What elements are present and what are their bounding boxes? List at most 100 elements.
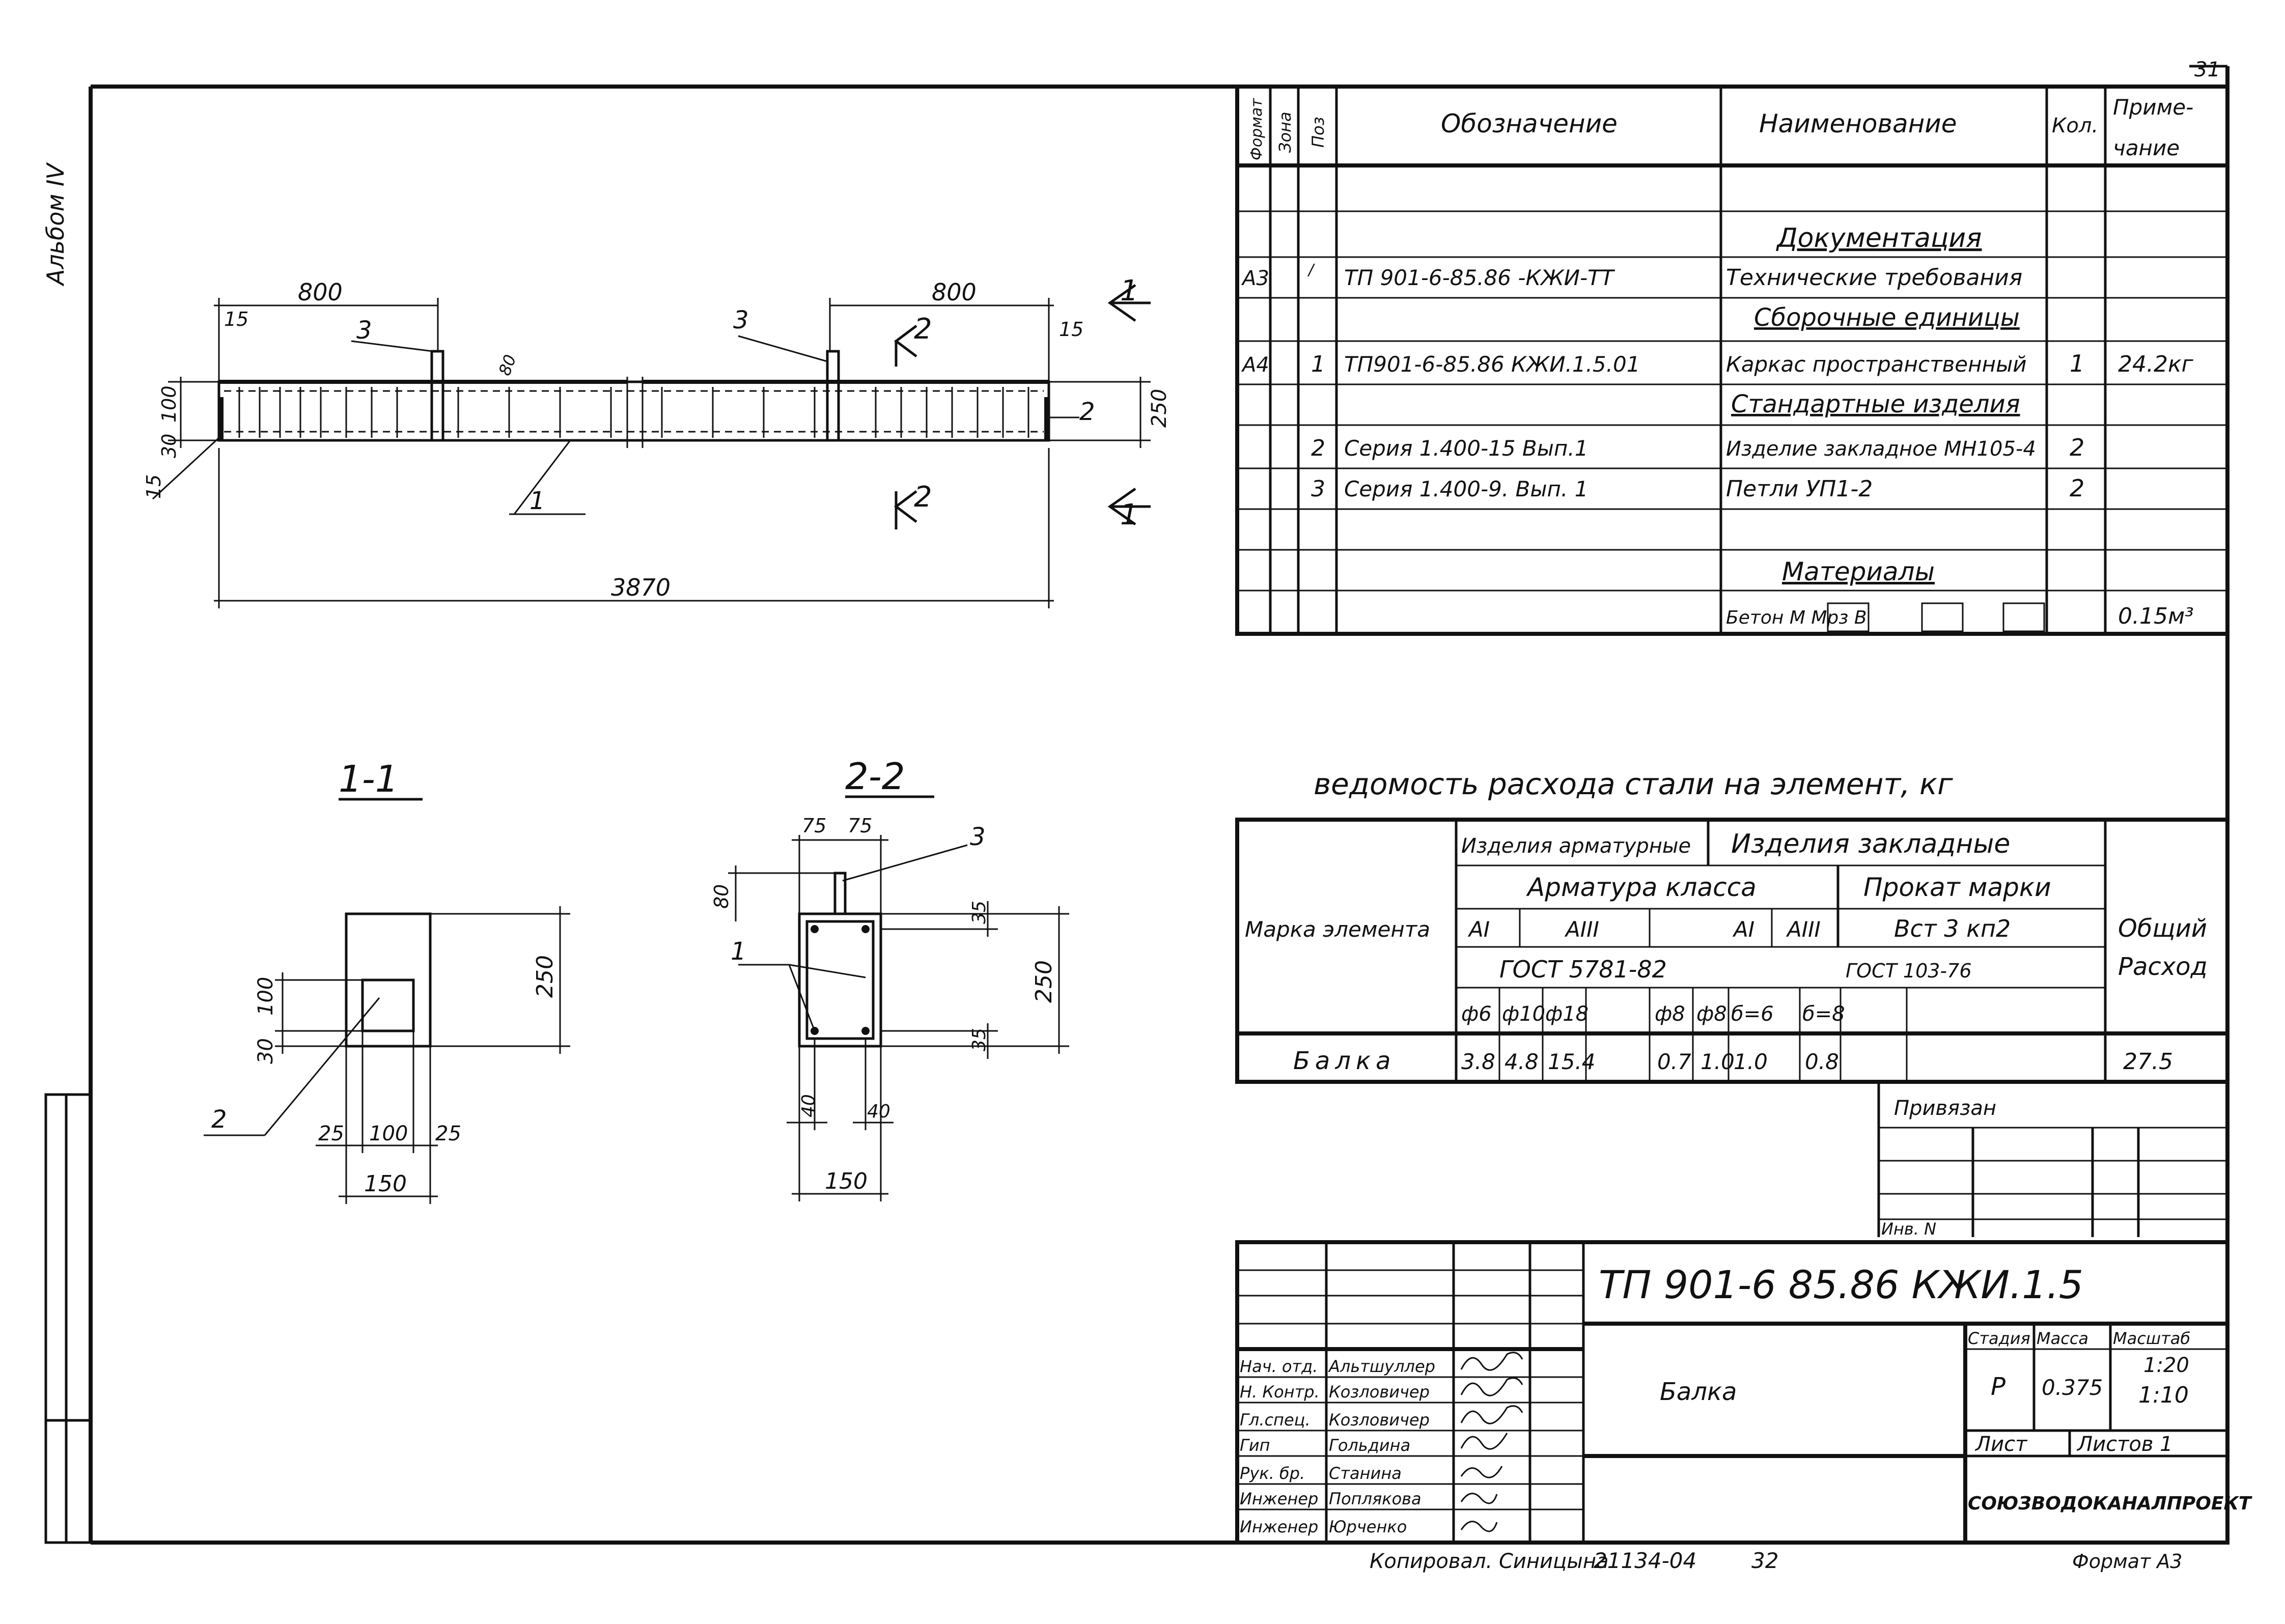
spec-header-pos: Поз: [1308, 117, 1328, 148]
footer-format: Формат А3: [2072, 1550, 2182, 1573]
page-corner-number: 31: [2194, 58, 2220, 81]
spec-row-10-name: Материалы: [1782, 557, 1935, 586]
spec-row-7-pos: 2: [1311, 435, 1325, 461]
spec-header-code: Обозначение: [1441, 109, 1618, 138]
s2-label-1: 1: [731, 937, 746, 966]
steel-group-embed: Изделия закладные: [1731, 829, 2010, 859]
album-label: Альбом IV: [42, 162, 69, 287]
staff-list: Нач. отд. Альтшуллер Н. Контр. Козловиче…: [1240, 1357, 1435, 1536]
s2-dim-75-right: 75: [848, 815, 872, 837]
spec-header-zone: Зона: [1275, 111, 1295, 153]
dim-15-left: 15: [224, 308, 248, 330]
steel-group-reinf: Изделия арматурные: [1461, 834, 1691, 858]
scale-header: Масштаб: [2113, 1329, 2190, 1348]
signatures: [1460, 1352, 1523, 1532]
steel-val-5: 0.7: [1657, 1049, 1691, 1074]
staff-role-2: Н. Контр.: [1240, 1382, 1320, 1402]
sheets-label: Листов 1: [2076, 1433, 2173, 1456]
s2-dim-35-bottom: 35: [969, 1028, 990, 1051]
steel-diam-7: б=6: [1731, 1002, 1774, 1026]
steel-diam-1: ф6: [1461, 1002, 1492, 1026]
scale-value-2: 1:10: [2138, 1382, 2189, 1408]
steel-diameter-row: ф6 ф10 ф18 ф8 ф8 б=6 б=8: [1461, 1002, 1845, 1026]
s2-dim-35-top: 35: [969, 901, 990, 924]
dim-100: 100: [158, 385, 180, 423]
dim-30: 30: [158, 434, 180, 458]
s1-dim-100: 100: [254, 977, 277, 1016]
s1-label-2: 2: [211, 1105, 227, 1134]
doc-code: ТП 901-6 85.86 КЖИ.1.5: [1599, 1262, 2083, 1307]
s2-dim-80: 80: [710, 884, 733, 909]
section-2-2: [728, 795, 1069, 1201]
bound-block: [1877, 1082, 2227, 1237]
label-pos-3-left: 3: [356, 316, 372, 345]
steel-grade: Вст 3 кп2: [1894, 915, 2011, 942]
spec-row-3-name: Технические требования: [1726, 265, 2022, 291]
footer-num-1: 21134-04: [1594, 1548, 1696, 1573]
spec-row-5-note: 24.2кг: [2118, 351, 2194, 377]
spec-row-5-pos: 1: [1311, 351, 1325, 377]
steel-class-1: АI: [1467, 917, 1490, 942]
staff-name-4: Гольдина: [1329, 1436, 1410, 1455]
section-2-2-title: 2-2: [845, 755, 905, 798]
spec-header-qty: Кол.: [2052, 114, 2098, 137]
staff-name-3: Козловичер: [1329, 1410, 1430, 1430]
steel-val-6: 1.0: [1701, 1049, 1735, 1074]
stage-header: Стадия: [1968, 1329, 2030, 1348]
steel-diam-8: б=8: [1802, 1002, 1845, 1026]
footer-copied: Копировал. Синицына: [1370, 1550, 1609, 1573]
s2-dim-40-left: 40: [798, 1094, 819, 1117]
steel-col-total-2: Расход: [2118, 953, 2208, 981]
dim-800-right: 800: [932, 278, 977, 306]
staff-role-7: Инженер: [1240, 1517, 1318, 1536]
dim-80: 80: [495, 352, 520, 378]
spec-row-3-code: ТП 901-6-85.86 -КЖИ-ТТ: [1344, 265, 1615, 290]
staff-name-1: Альтшуллер: [1328, 1357, 1435, 1376]
steel-gost-2: ГОСТ 103-76: [1846, 960, 1972, 982]
section-1-1-title: 1-1: [339, 758, 399, 800]
s2-dim-250: 250: [1031, 960, 1057, 1003]
spec-row-5-fmt: А4: [1241, 353, 1269, 377]
label-pos-3-right: 3: [733, 306, 749, 334]
staff-name-5: Станина: [1329, 1464, 1402, 1483]
staff-role-1: Нач. отд.: [1240, 1357, 1318, 1376]
sheet-label: Лист: [1974, 1433, 2028, 1456]
steel-diam-6: ф8: [1696, 1002, 1727, 1026]
spec-row-5-name: Каркас пространственный: [1726, 352, 2027, 377]
cut-1-top: 1: [1120, 274, 1138, 307]
spec-row-11-name: Бетон М Мрз В: [1726, 607, 1867, 628]
steel-class-4: АIII: [1786, 917, 1821, 942]
steel-armatura: Арматура класса: [1526, 873, 1757, 902]
s2-dim-75-left: 75: [802, 815, 826, 837]
label-pos-1: 1: [530, 487, 545, 515]
steel-total: 27.5: [2123, 1049, 2173, 1075]
mass-value: 0.375: [2042, 1375, 2103, 1400]
steel-val-7: 1.0: [1734, 1049, 1768, 1074]
stage-value: Р: [1991, 1373, 2005, 1401]
spec-row-11-note: 0.15м³: [2118, 603, 2194, 629]
concrete-grade-boxes: [1827, 602, 2045, 632]
spec-table-grid: [1235, 85, 2230, 636]
steel-diam-3: ф18: [1545, 1002, 1589, 1026]
steel-table-title: ведомость расхода стали на элемент, кг: [1314, 767, 1953, 801]
s1-dim-25-right: 25: [435, 1122, 461, 1145]
steel-class-3: АI: [1732, 917, 1754, 942]
steel-val-8: 0.8: [1805, 1049, 1839, 1074]
s1-dim-250: 250: [532, 955, 558, 998]
s2-label-3: 3: [970, 823, 986, 851]
spec-row-8-name: Петли УП1-2: [1726, 476, 1873, 502]
spec-row-8-code: Серия 1.400-9. Вып. 1: [1344, 477, 1588, 501]
spec-row-5-code: ТП901-6-85.86 КЖИ.1.5.01: [1344, 352, 1640, 377]
spec-row-5-qty: 1: [2070, 350, 2084, 377]
steel-values-row: 3.8 4.8 15.4 0.7 1.0 1.0 0.8: [1461, 1049, 1839, 1074]
beam-elevation: [152, 284, 1151, 608]
s1-dim-30: 30: [254, 1038, 277, 1064]
organization: СОЮЗВОДОКАНАЛПРОЕКТ: [1968, 1493, 2252, 1514]
staff-name-7: Юрченко: [1329, 1517, 1407, 1536]
steel-class-2: АIII: [1564, 917, 1599, 942]
footer-num-2: 32: [1751, 1548, 1778, 1573]
s1-dim-100-bottom: 100: [369, 1122, 408, 1145]
staff-role-4: Гип: [1240, 1436, 1270, 1455]
spec-row-7-qty: 2: [2070, 434, 2084, 461]
cut-1-bottom: 1: [1120, 498, 1138, 531]
